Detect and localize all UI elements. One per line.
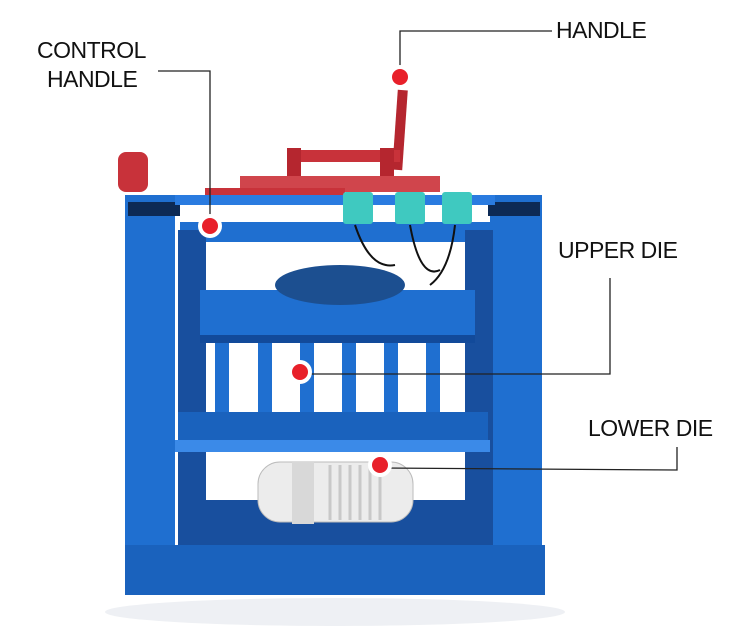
markers	[198, 65, 412, 477]
label-handle: HANDLE	[556, 17, 647, 43]
label-control-handle-line1: CONTROL	[37, 37, 146, 63]
upper-die	[200, 265, 475, 413]
electrical-boxes	[343, 192, 472, 286]
handle-assembly	[118, 89, 440, 200]
label-upper-die: UPPER DIE	[558, 237, 678, 263]
vibration-motor	[257, 461, 414, 524]
label-lower-die: LOWER DIE	[588, 415, 713, 441]
marker-control-handle	[202, 218, 218, 234]
frame	[125, 195, 545, 595]
marker-lower-die	[372, 457, 388, 473]
leader-lines	[158, 30, 678, 471]
marker-handle	[392, 69, 408, 85]
label-control-handle-line2: HANDLE	[47, 66, 138, 92]
marker-upper-die	[292, 364, 308, 380]
